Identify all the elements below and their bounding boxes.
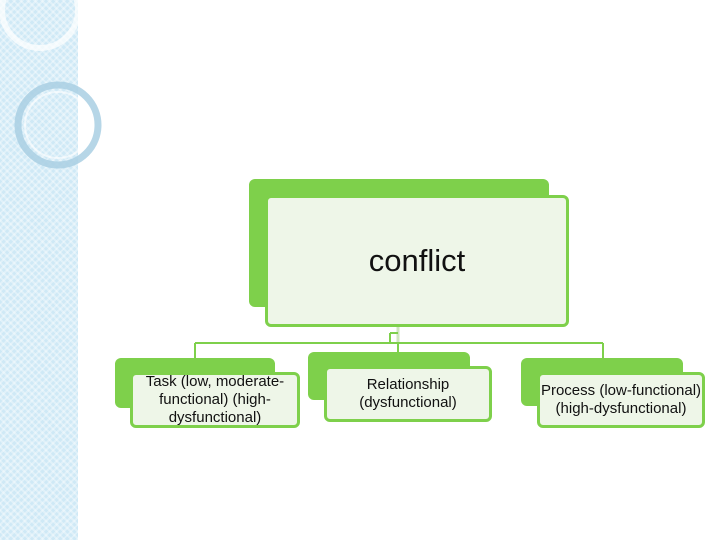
child-node-relationship-label: Relationship (dysfunctional) — [359, 376, 457, 411]
child-node-task-box: Task (low, moderate-functional) (high-dy… — [130, 372, 300, 428]
circle-decoration-icon — [0, 0, 102, 169]
root-node-box: conflict — [265, 195, 569, 327]
child-node-process-box: Process (low-functional) (high-dysfuncti… — [537, 372, 705, 428]
child-node-task-label: Task (low, moderate-functional) (high-dy… — [145, 373, 285, 426]
child-node-relationship-box: Relationship (dysfunctional) — [324, 366, 492, 422]
child-node-process-label: Process (low-functional) (high-dysfuncti… — [540, 382, 702, 417]
root-node-label: conflict — [368, 243, 466, 278]
